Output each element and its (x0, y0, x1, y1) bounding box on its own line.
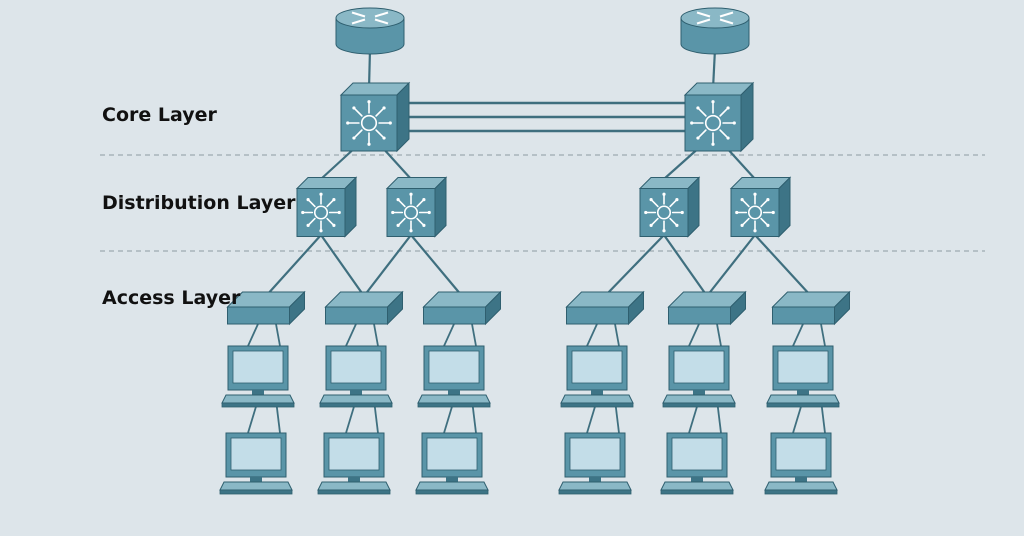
network-link (373, 323, 379, 347)
computer-icon (764, 432, 838, 495)
multilayer-switch-icon (683, 81, 755, 153)
computer-icon (415, 432, 489, 495)
network-link (716, 323, 722, 347)
distribution-layer-label: Distribution Layer (102, 192, 296, 214)
router-icon (335, 7, 405, 55)
network-link (604, 234, 665, 297)
network-link (711, 48, 717, 90)
network-link (275, 323, 281, 347)
network-link (471, 323, 477, 347)
access-switch-icon (226, 290, 306, 326)
router-icon (680, 7, 750, 55)
access-switch-icon (324, 290, 404, 326)
network-link (792, 323, 804, 347)
network-link (247, 323, 259, 347)
network-links (247, 48, 826, 434)
multilayer-switch-icon (729, 176, 792, 238)
access-switch-icon (771, 290, 851, 326)
computer-icon (558, 432, 632, 495)
multilayer-switch-icon (295, 176, 358, 238)
network-link (754, 234, 812, 297)
computer-icon (317, 432, 391, 495)
network-devices (219, 7, 851, 495)
computer-icon (660, 432, 734, 495)
multilayer-switch-icon (385, 176, 448, 238)
computer-icon (766, 345, 840, 408)
computer-icon (319, 345, 393, 408)
computer-icon (662, 345, 736, 408)
access-switch-icon (422, 290, 502, 326)
network-link (345, 323, 357, 347)
multilayer-switch-icon (638, 176, 701, 238)
core-layer-label: Core Layer (102, 104, 217, 126)
multilayer-switch-icon (339, 81, 411, 153)
network-link (586, 323, 598, 347)
network-link (265, 234, 322, 297)
computer-icon (417, 345, 491, 408)
access-switch-icon (667, 290, 747, 326)
network-link (443, 323, 455, 347)
network-link (367, 48, 372, 90)
computer-icon (560, 345, 634, 408)
network-link (410, 234, 463, 297)
access-switch-icon (565, 290, 645, 326)
computer-icon (219, 432, 293, 495)
network-link (320, 234, 365, 297)
network-link (614, 323, 620, 347)
layer-dividers (100, 154, 985, 252)
network-link (663, 234, 708, 297)
network-link (706, 234, 756, 297)
network-link (363, 234, 412, 297)
network-link (820, 323, 826, 347)
access-layer-label: Access Layer (102, 287, 241, 309)
network-link (688, 323, 700, 347)
computer-icon (221, 345, 295, 408)
